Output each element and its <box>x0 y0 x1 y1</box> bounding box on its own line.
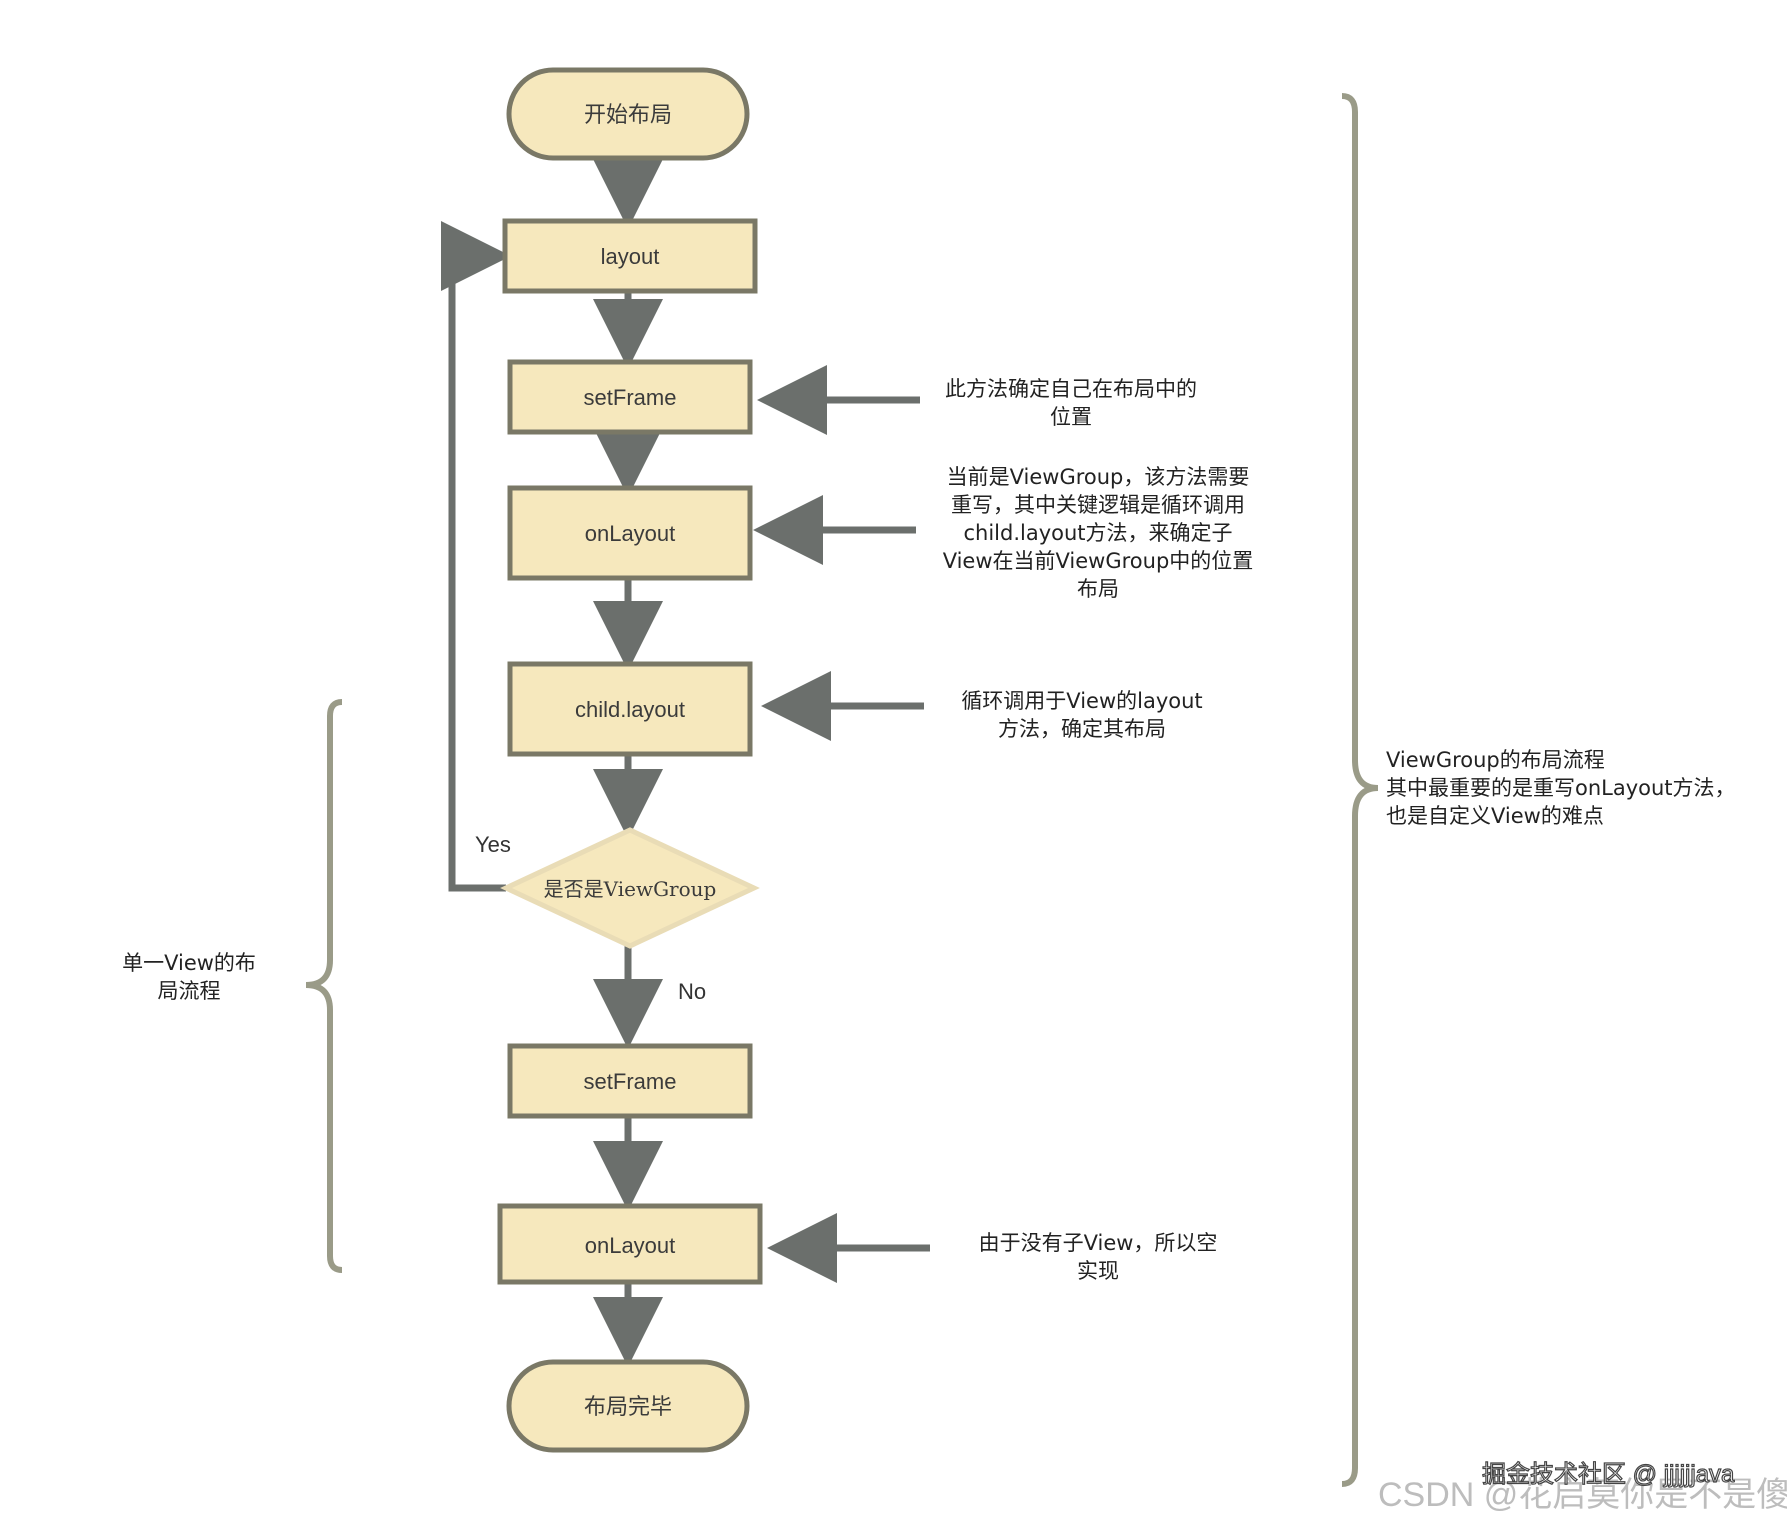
note-setframe-line-2: 位置 <box>1050 405 1092 429</box>
onlayout-box-1 <box>507 485 753 581</box>
watermark-juejin: 掘金技术社区 @ jjjjjjava <box>1482 1461 1735 1488</box>
single-view-brace <box>305 699 343 1273</box>
viewgroup-label-line-3: 也是自定义View的难点 <box>1386 804 1604 828</box>
single-view-brace-label: 单一View的布 局流程 <box>122 951 256 1003</box>
start-label: 开始布局 <box>584 102 672 127</box>
yes-label: Yes <box>475 832 511 857</box>
viewgroup-label-line-2: 其中最重要的是重写onLayout方法， <box>1386 776 1736 800</box>
decision-diamond <box>500 827 760 949</box>
child-layout-box <box>507 661 753 757</box>
viewgroup-brace <box>1341 93 1379 1487</box>
onlayout-label-1: onLayout <box>585 521 676 546</box>
onlayout-box-2 <box>497 1203 763 1285</box>
note-setframe-line-1: 此方法确定自己在布局中的 <box>945 377 1197 401</box>
flow-arrows <box>441 159 663 1367</box>
flow-nodes: 开始布局 layout setFrame onLayout child.layo… <box>497 67 763 1453</box>
note-onlayout2-line-1: 由于没有子View，所以空 <box>979 1231 1218 1255</box>
end-terminal <box>506 1359 750 1453</box>
note-arrows <box>753 365 930 1283</box>
note-onlayout-2: 由于没有子View，所以空 实现 <box>979 1231 1218 1283</box>
single-view-label-line-2: 局流程 <box>158 979 221 1003</box>
watermark-csdn: CSDN @花启莫你是不是傻 <box>1378 1476 1787 1514</box>
setframe-box-2 <box>507 1043 753 1119</box>
note-onlayout-line-5: 布局 <box>1077 577 1119 601</box>
note-onlayout: 当前是ViewGroup，该方法需要 重写，其中关键逻辑是循环调用 child.… <box>943 465 1254 601</box>
single-view-label-line-1: 单一View的布 <box>122 951 256 975</box>
note-onlayout-line-2: 重写，其中关键逻辑是循环调用 <box>951 493 1245 517</box>
note-child-layout-line-2: 方法，确定其布局 <box>998 717 1166 741</box>
no-label: No <box>678 979 706 1004</box>
setframe-label-2: setFrame <box>584 1069 677 1094</box>
layout-label: layout <box>601 244 660 269</box>
setframe-box-1 <box>507 359 753 435</box>
note-onlayout-line-4: View在当前ViewGroup中的位置 <box>943 549 1254 573</box>
note-onlayout2-line-2: 实现 <box>1077 1259 1119 1283</box>
start-terminal <box>506 67 750 161</box>
note-child-layout-line-1: 循环调用于View的layout <box>961 689 1202 713</box>
layout-box <box>502 218 758 294</box>
arrow-yes-loop <box>441 221 511 892</box>
viewgroup-brace-label: ViewGroup的布局流程 其中最重要的是重写onLayout方法， 也是自定… <box>1386 748 1736 828</box>
child-layout-label: child.layout <box>575 697 685 722</box>
note-child-layout: 循环调用于View的layout 方法，确定其布局 <box>961 689 1202 741</box>
note-onlayout-line-3: child.layout方法，来确定子 <box>963 521 1232 545</box>
viewgroup-label-line-1: ViewGroup的布局流程 <box>1386 748 1605 772</box>
setframe-label-1: setFrame <box>584 385 677 410</box>
note-onlayout-line-1: 当前是ViewGroup，该方法需要 <box>947 465 1250 489</box>
onlayout-label-2: onLayout <box>585 1233 676 1258</box>
decision-label: 是否是ViewGroup <box>544 877 717 901</box>
end-label: 布局完毕 <box>584 1394 672 1419</box>
note-setframe: 此方法确定自己在布局中的 位置 <box>945 377 1197 429</box>
